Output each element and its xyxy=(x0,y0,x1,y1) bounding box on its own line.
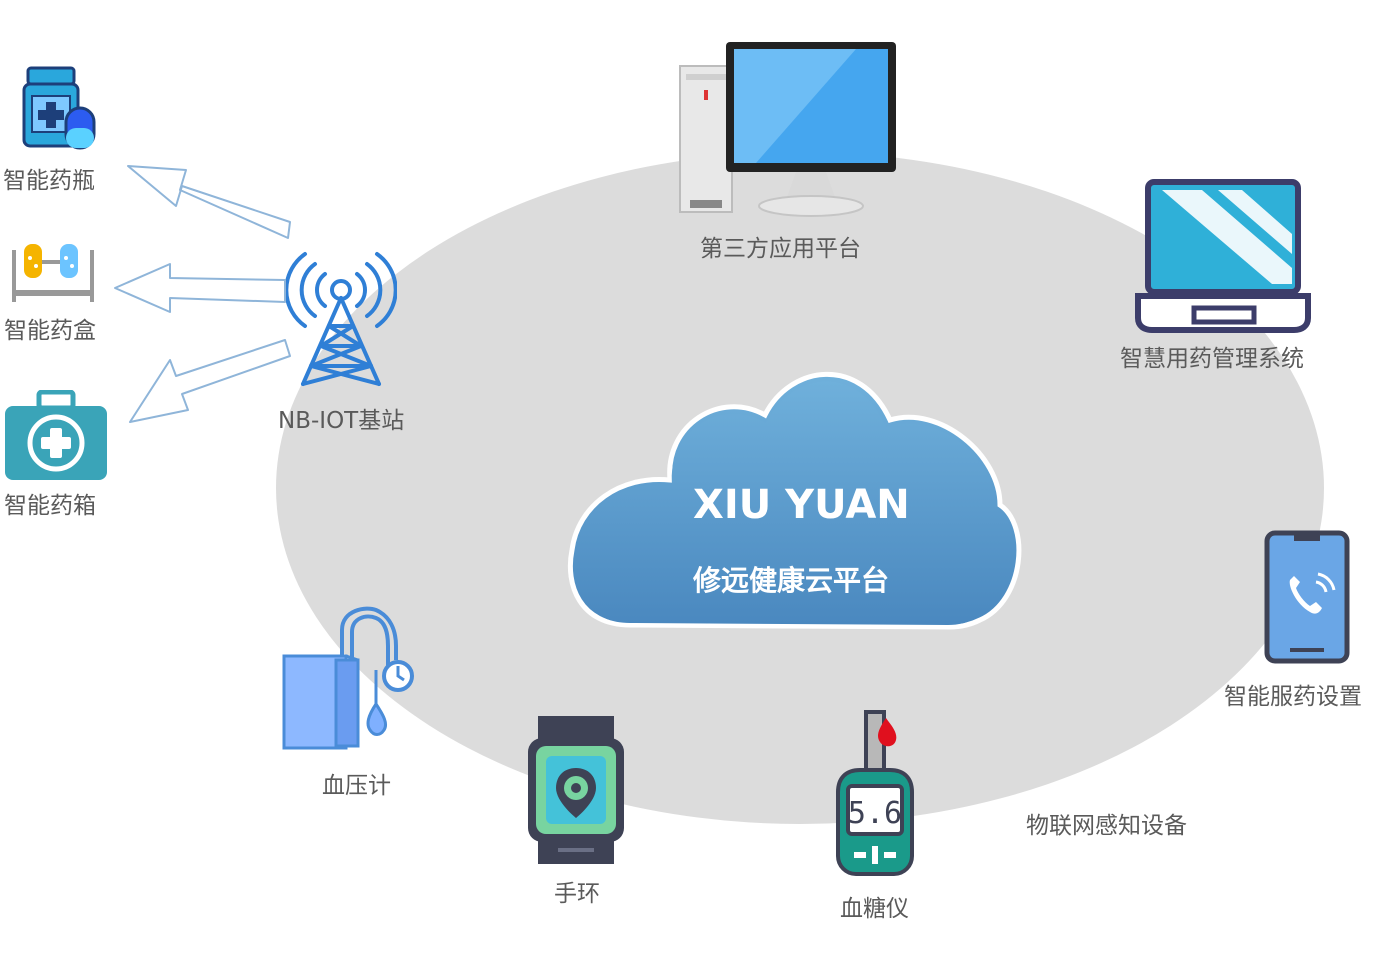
antenna-tower-icon xyxy=(285,252,397,386)
blood-pressure-label: 血压计 xyxy=(322,773,391,799)
smart-box-label: 智能药盒 xyxy=(4,318,96,344)
smart-bottle-node xyxy=(20,66,98,150)
phone-node xyxy=(1264,530,1350,664)
cloud-platform: XIU YUAN 修远健康云平台 xyxy=(560,345,1030,635)
cloud-subtitle: 修远健康云平台 xyxy=(693,564,890,597)
cloud-icon xyxy=(567,371,1022,630)
arrow-to-box xyxy=(114,263,286,313)
laptop-icon xyxy=(1135,179,1311,333)
smart-kit-node xyxy=(3,390,109,482)
glucose-meter-icon: 5.6 xyxy=(836,710,914,876)
blood-pressure-monitor-icon xyxy=(282,606,414,750)
phone-label: 智能服药设置 xyxy=(1224,684,1362,710)
arrow-to-kit xyxy=(129,339,291,423)
smart-kit-label: 智能药箱 xyxy=(4,493,96,519)
smart-box-node xyxy=(10,240,96,304)
desktop-computer-icon xyxy=(679,42,896,217)
glucose-meter-node: 5.6 xyxy=(832,706,918,878)
cloud-title: XIU YUAN xyxy=(693,482,910,528)
third-party-platform-label: 第三方应用平台 xyxy=(700,236,861,262)
third-party-platform-node xyxy=(676,40,901,220)
blood-pressure-node xyxy=(280,600,415,752)
glucose-reading: 5.6 xyxy=(848,796,902,831)
management-system-label: 智慧用药管理系统 xyxy=(1120,346,1304,372)
nb-iot-station-node xyxy=(285,246,397,388)
smart-band-icon xyxy=(528,716,624,864)
glucose-meter-label: 血糖仪 xyxy=(840,896,909,922)
nb-iot-station-label: NB-IOT基站 xyxy=(278,408,405,434)
smartphone-call-icon xyxy=(1264,530,1350,664)
arrow-to-bottle xyxy=(127,165,291,239)
smart-band-label: 手环 xyxy=(554,881,600,907)
test-tube-rack-icon xyxy=(12,244,94,302)
first-aid-kit-icon xyxy=(5,390,107,480)
management-system-node xyxy=(1132,178,1317,338)
medicine-bottle-icon xyxy=(22,66,96,150)
iot-devices-label: 物联网感知设备 xyxy=(1026,813,1187,839)
smart-bottle-label: 智能药瓶 xyxy=(3,168,95,194)
smart-band-node xyxy=(524,712,628,868)
